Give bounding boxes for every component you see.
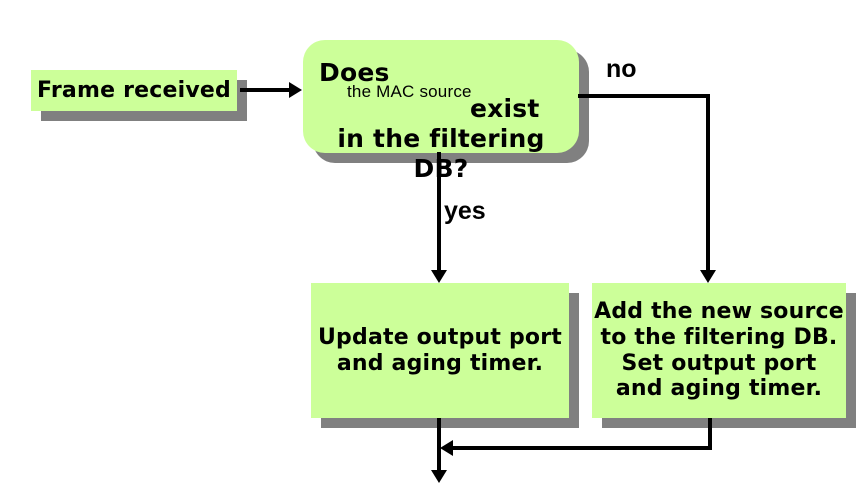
edge-label-no: no	[606, 55, 637, 83]
node-frame-received[interactable]: Frame received	[31, 70, 237, 111]
edge-no-arrow	[700, 270, 716, 283]
edge-merge-horizontal	[452, 446, 712, 450]
edge-yes-vertical	[437, 152, 441, 272]
edge-no-horizontal	[578, 94, 710, 98]
decision-line-does: Does	[319, 58, 390, 87]
node-decision-mac-source-exists[interactable]: Does the MAC source exist in the filteri…	[303, 40, 579, 183]
node-update-output-port[interactable]: Update output port and aging timer.	[311, 283, 569, 418]
decision-line-exist: exist	[470, 94, 540, 123]
node-add-new-source[interactable]: Add the new source to the filtering DB. …	[592, 283, 846, 418]
edge-exit-vertical	[437, 418, 441, 475]
edge-merge-arrow	[440, 440, 453, 456]
edge-yes-arrow	[431, 270, 447, 283]
edge-label-yes: yes	[444, 197, 486, 225]
edge-exit-arrow	[431, 470, 447, 483]
edge-merge-vertical	[708, 418, 712, 448]
decision-line-filtering: in the filtering DB?	[337, 124, 545, 183]
edge-no-vertical	[706, 94, 710, 272]
decision-line-mac-source: the MAC source	[347, 82, 472, 101]
edge-frame-to-decision-arrow	[289, 82, 302, 98]
decision-text-block: Does the MAC source exist in the filteri…	[303, 50, 579, 183]
edge-frame-to-decision-line	[240, 88, 290, 92]
